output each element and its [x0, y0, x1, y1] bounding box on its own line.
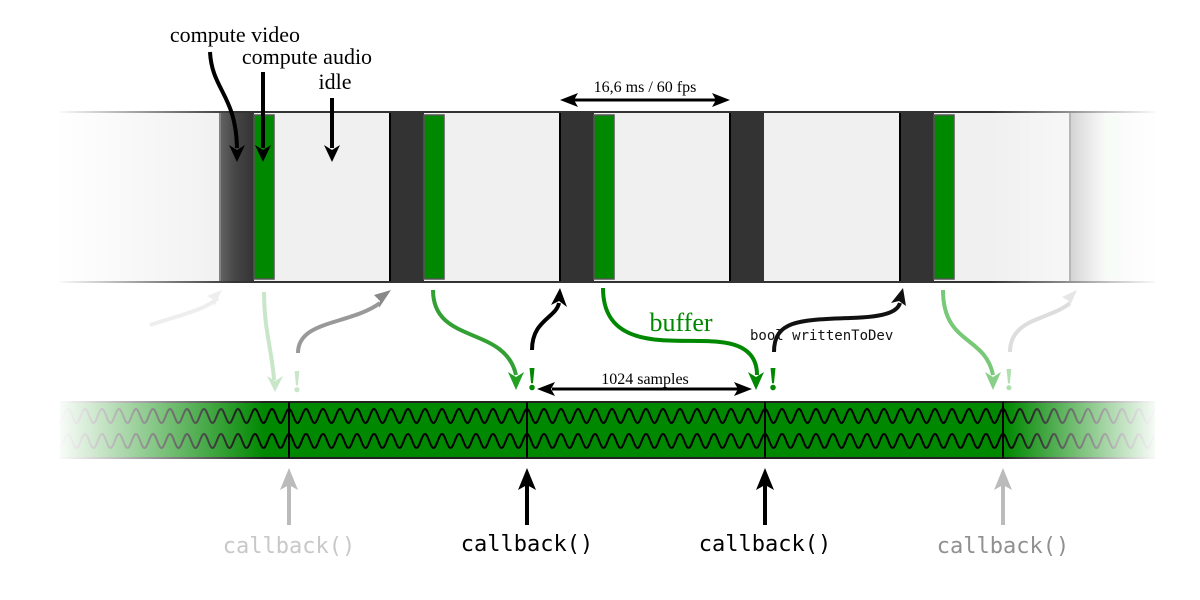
audio-compute-block — [593, 114, 615, 280]
arrow-buffer-write-head — [748, 372, 764, 390]
arrow-flag-to-video-2 — [530, 302, 561, 351]
callback-label: callback() — [699, 532, 831, 557]
video-fade-left — [55, 105, 235, 289]
callback-arrow-head-icon — [518, 468, 536, 490]
buffer-size-arrow-right — [734, 382, 752, 396]
arrow-compute-video — [208, 51, 239, 149]
video-compute-block — [560, 113, 594, 281]
audio-compute-block — [933, 114, 955, 280]
active-connection-2: buffer ! bool writtenToDev — [601, 287, 906, 398]
arrow-compute-audio-head — [255, 145, 271, 162]
callback-arrow-head-icon — [756, 468, 774, 490]
arrow-written-flag — [772, 302, 902, 353]
arrow-audio-to-buffer-4-head — [985, 372, 1001, 390]
arrow-audio-to-buffer-0 — [262, 291, 276, 381]
arrow-flag-to-video-2-head — [551, 288, 567, 307]
video-frame — [899, 113, 955, 281]
callback-arrow-head-icon — [994, 468, 1012, 490]
label-frame-interval: 16,6 ms / 60 fps — [594, 79, 697, 96]
arrow-faded-return-0-head — [207, 290, 222, 307]
callback-label: callback() — [937, 534, 1069, 559]
video-fade-right — [990, 105, 1160, 289]
arrow-audio-to-buffer-0-head — [267, 376, 283, 392]
faded-right-connection: ! — [941, 289, 1077, 397]
arrow-flag-to-video-5 — [1008, 301, 1072, 353]
callback-marker: callback() — [223, 468, 355, 559]
video-compute-block — [390, 113, 424, 281]
arrow-audio-to-buffer-4 — [941, 289, 995, 376]
audio-buffer-band — [55, 395, 1160, 465]
callback-arrow-head-icon — [280, 468, 298, 490]
label-compute-audio: compute audio — [242, 44, 372, 69]
arrow-compute-video-head — [229, 145, 245, 162]
audio-compute-block — [423, 114, 445, 280]
video-frame — [729, 113, 764, 281]
arrow-flag-to-video-1-head — [374, 290, 391, 308]
arrow-idle-head — [324, 145, 340, 162]
label-idle: idle — [319, 69, 352, 94]
callback-marker: callback() — [461, 468, 593, 557]
label-written-flag: bool writtenToDev — [750, 328, 893, 344]
faded-left-connections: ! — [149, 290, 391, 399]
callback-marker: callback() — [699, 468, 831, 557]
callback-label: callback() — [461, 532, 593, 557]
active-connection-1: ! — [431, 288, 567, 398]
video-compute-block — [900, 113, 934, 281]
video-timeline — [55, 105, 1160, 289]
video-frame — [389, 113, 445, 281]
flag-exclamation-2: ! — [767, 361, 778, 398]
callback-marker: callback() — [937, 468, 1069, 559]
video-compute-block — [730, 113, 764, 281]
audio-fade-left — [55, 395, 265, 465]
flag-exclamation-0: ! — [292, 363, 303, 399]
frame-interval-arrow-left — [560, 93, 578, 107]
label-buffer-size: 1024 samples — [601, 371, 689, 388]
audio-fade-right — [1005, 395, 1160, 465]
flag-exclamation-4: ! — [1004, 361, 1015, 397]
arrow-buffer-write — [601, 287, 759, 376]
frame-interval-arrow-right — [712, 93, 730, 107]
label-buffer: buffer — [649, 308, 712, 337]
label-compute-video: compute video — [170, 22, 300, 47]
arrow-flag-to-video-5-head — [1062, 290, 1077, 308]
arrow-audio-to-buffer-1-head — [508, 372, 524, 390]
arrow-audio-to-buffer-1 — [431, 289, 518, 376]
arrow-flag-to-video-1 — [296, 301, 382, 354]
flag-exclamation-1: ! — [526, 361, 537, 398]
video-frame — [559, 113, 615, 281]
callback-label: callback() — [223, 534, 355, 559]
buffer-size-arrow-left — [537, 382, 555, 396]
arrow-written-flag-head — [891, 288, 906, 306]
arrow-faded-return-0 — [149, 296, 220, 327]
